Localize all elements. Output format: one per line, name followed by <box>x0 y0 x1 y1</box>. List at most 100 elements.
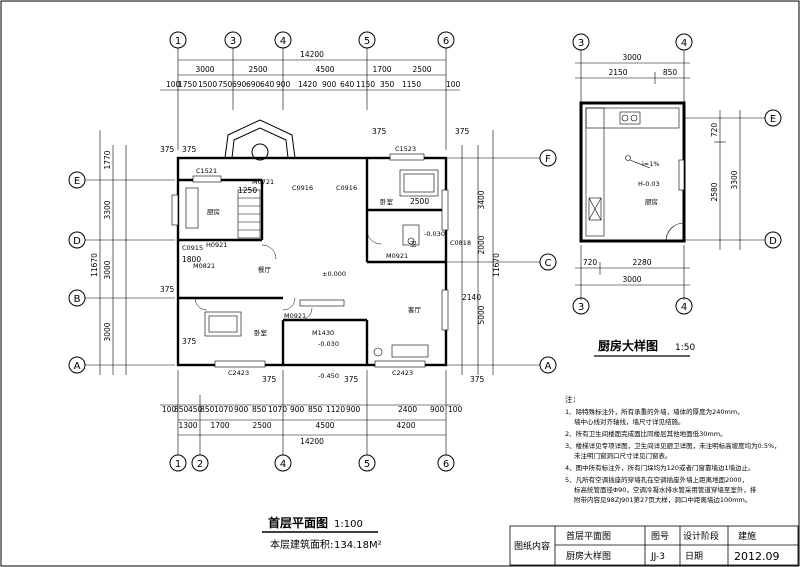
kitchen-room-name: 厨房 <box>645 197 658 206</box>
axis-bottom-5: 5 <box>364 459 370 470</box>
kitchen-axis-bottom-4: 4 <box>681 302 687 313</box>
tb-date-label: 日期 <box>685 551 703 562</box>
svg-text:900: 900 <box>346 405 361 414</box>
svg-text:100: 100 <box>446 80 461 89</box>
top-seg-4: 1700 <box>372 65 391 74</box>
bay-window <box>224 119 296 161</box>
kitchen-detail: 3 4 3000 2150 850 i=1% H-0.03 厨房 <box>572 33 782 357</box>
svg-text:900: 900 <box>430 405 445 414</box>
kitchen-right-bubbles <box>764 109 782 249</box>
svg-text:C2423: C2423 <box>392 369 413 377</box>
building-walls <box>176 156 448 367</box>
top-detail-dims: 100 1750 1500 750 690 690 640 900 1420 9… <box>166 80 461 89</box>
top-seg-3: 4500 <box>315 65 334 74</box>
element-labels: C1521 C1523 C0916 C0916 M1430 C2423 C242… <box>182 145 471 377</box>
svg-text:H0921: H0921 <box>206 241 227 249</box>
bottom-seg-5: 4200 <box>396 421 415 430</box>
svg-text:1070: 1070 <box>268 405 287 414</box>
svg-text:M0821: M0821 <box>193 262 215 270</box>
room-bedroom-2: 卧室 <box>380 197 394 206</box>
svg-text:690: 690 <box>246 80 261 89</box>
left-seg-3: 3000 <box>103 260 112 279</box>
kitchen-title: 厨房大样图 <box>598 338 658 353</box>
svg-text:C2423: C2423 <box>228 369 249 377</box>
right-total-dim: 11670 <box>492 253 501 277</box>
svg-text:M0721: M0721 <box>252 178 274 186</box>
kitchen-axis-3: 3 <box>578 38 584 49</box>
svg-text:C0915: C0915 <box>182 244 203 252</box>
svg-text:850: 850 <box>174 405 189 414</box>
notes-list: 1、除特殊标注外，所有承重的外墙，墙体的厚度为240mm， 墙中心线对齐轴线，墙… <box>565 407 781 504</box>
svg-text:1800: 1800 <box>182 255 201 264</box>
axis-top-5: 5 <box>364 36 370 47</box>
tb-content-2: 厨房大样图 <box>566 550 611 562</box>
axis-bottom-2: 2 <box>197 459 203 470</box>
axis-right-F: F <box>545 154 551 165</box>
local-dims: 375 375 375 375 375 375 375 375 375 1250… <box>160 127 485 384</box>
kitchen-right-seg-1: 720 <box>710 123 719 138</box>
svg-text:1150: 1150 <box>402 80 421 89</box>
tb-content-label: 图纸内容 <box>514 540 550 552</box>
kitchen-right-seg-2: 2580 <box>710 182 719 201</box>
door-swings <box>194 229 382 321</box>
svg-text:375: 375 <box>470 375 485 384</box>
svg-text:C0818: C0818 <box>450 239 471 247</box>
svg-text:±0.000: ±0.000 <box>322 270 346 278</box>
left-total-dim: 11670 <box>90 253 99 277</box>
axis-left-D: D <box>73 236 81 247</box>
note-line: 2、所有卫生间楼面完成面比同楼层其他地面低30mm。 <box>565 429 727 438</box>
stair <box>237 189 261 239</box>
kitchen-top-total: 3000 <box>622 53 641 62</box>
svg-text:1420: 1420 <box>298 80 317 89</box>
title-block: 图纸内容 首层平面图 厨房大样图 图号 JJ-3 设计阶段 建施 日期 2012… <box>509 525 799 566</box>
kitchen-slope: i=1% <box>642 160 660 168</box>
tb-date-value: 2012.09 <box>734 550 780 563</box>
svg-text:-0.030: -0.030 <box>318 340 339 348</box>
svg-text:375: 375 <box>182 337 197 346</box>
axis-right-C: C <box>545 258 552 269</box>
svg-text:375: 375 <box>182 145 197 154</box>
bottom-total-dim: 14200 <box>300 437 324 446</box>
room-dining: 餐厅 <box>258 265 272 274</box>
svg-text:690: 690 <box>232 80 247 89</box>
plan-scale: 1:100 <box>334 519 363 530</box>
tb-stage-label: 设计阶段 <box>683 530 719 542</box>
kitchen-axis-4: 4 <box>681 38 687 49</box>
left-seg-4: 3000 <box>103 322 112 341</box>
notes-heading: 注： <box>565 394 580 404</box>
axis-bottom-6: 6 <box>443 459 449 470</box>
svg-text:100: 100 <box>166 80 181 89</box>
svg-text:375: 375 <box>372 127 387 136</box>
svg-text:850: 850 <box>200 405 215 414</box>
note-line: 标高统管面径Φ90，空调冷凝水排水管采用管道穿墙至室外，排 <box>574 485 757 494</box>
plan-title: 首层平面图 <box>268 515 328 530</box>
right-seg-3: 5000 <box>477 305 486 324</box>
top-seg-1: 3000 <box>195 65 214 74</box>
axis-top-1: 1 <box>175 36 181 47</box>
svg-text:850: 850 <box>308 405 323 414</box>
windows <box>171 153 449 368</box>
bottom-seg-2: 1700 <box>210 421 229 430</box>
axis-bottom-4: 4 <box>280 459 286 470</box>
svg-text:C1521: C1521 <box>196 167 217 175</box>
axis-right-A: A <box>545 361 552 372</box>
svg-text:2400: 2400 <box>398 405 417 414</box>
tb-stage-value: 建施 <box>738 530 756 542</box>
svg-text:900: 900 <box>290 405 305 414</box>
svg-text:850: 850 <box>252 405 267 414</box>
svg-text:1120: 1120 <box>326 405 345 414</box>
note-line: 附带内容见98ZJ901第27页大样，洞口中距离墙边100mm。 <box>574 495 751 504</box>
right-seg-2: 2000 <box>477 235 486 254</box>
kitchen-fixtures <box>585 107 685 242</box>
svg-text:350: 350 <box>380 80 395 89</box>
area-label: 本层建筑面积: <box>270 538 333 551</box>
note-line: 4、图中所有标注外，所有门垛均为120或者门窗靠墙边1墙边止。 <box>565 463 755 472</box>
room-kitchen: 厨房 <box>207 207 220 216</box>
bottom-detail-dims: 100 850 450 850 1070 900 850 1070 900 85… <box>162 405 463 414</box>
kitchen-axis-D: D <box>769 236 777 247</box>
svg-text:2500: 2500 <box>410 197 429 206</box>
svg-text:M0921: M0921 <box>386 252 408 260</box>
notes: 注： 1、除特殊标注外，所有承重的外墙，墙体的厚度为240mm， 墙中心线对齐轴… <box>565 394 781 504</box>
bottom-seg-4: 4500 <box>315 421 334 430</box>
